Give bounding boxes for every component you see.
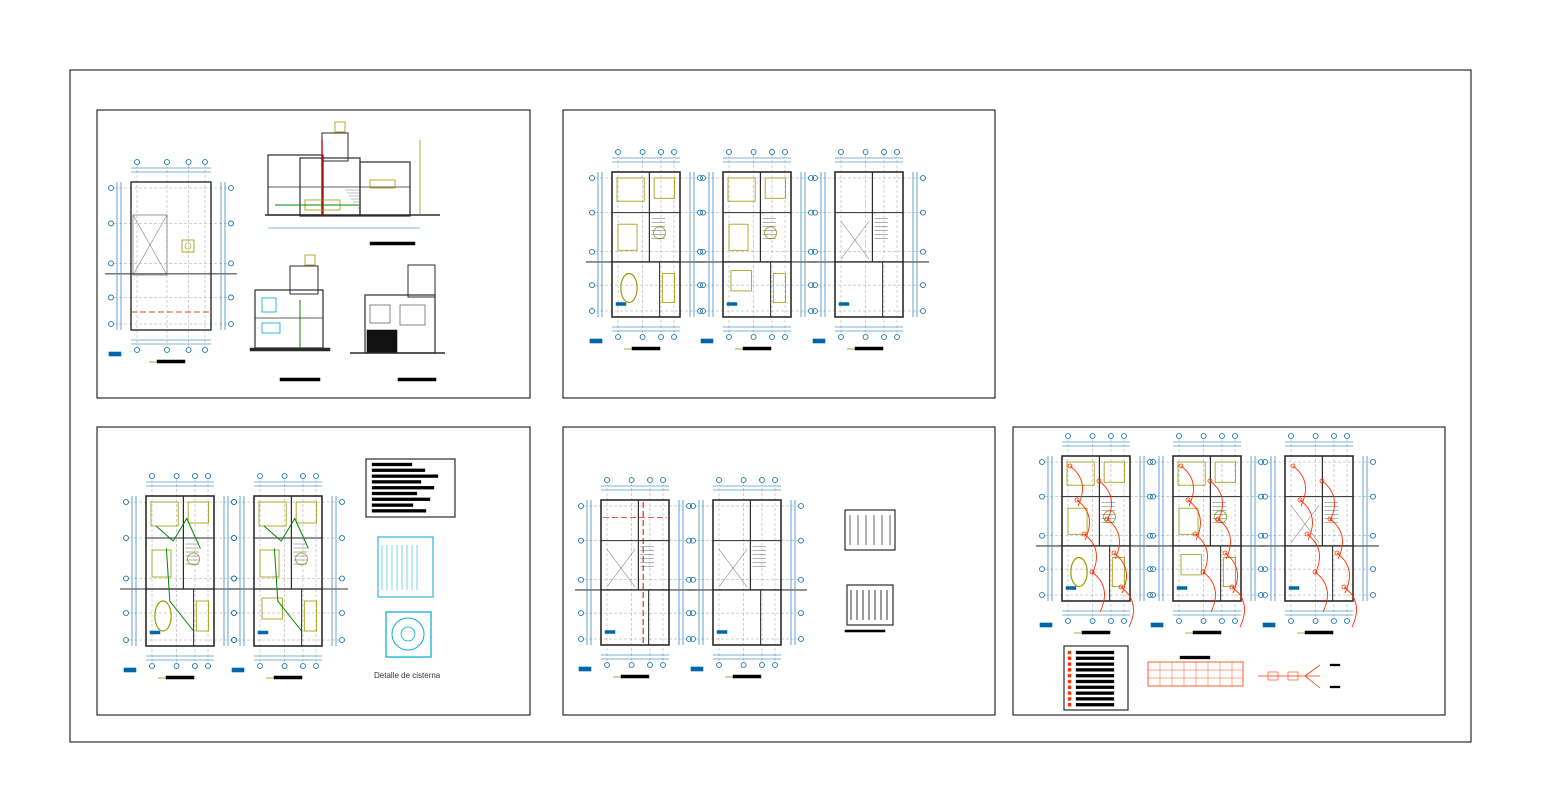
- floor-plan: [120, 473, 240, 680]
- stair: [185, 543, 200, 565]
- cross-section: [249, 254, 331, 382]
- stair: [752, 546, 767, 567]
- cistern-detail-caption: Detalle de cisterna: [374, 671, 441, 680]
- sheet-floor-plans: [562, 109, 996, 399]
- stair: [640, 546, 655, 567]
- stair: [1101, 502, 1116, 523]
- plumbing-legend: [365, 458, 456, 518]
- floor-plan: [1147, 433, 1267, 635]
- sheet-plumbing: [96, 426, 531, 716]
- floor-plan: [575, 477, 695, 679]
- sheet-electrical: [1012, 426, 1446, 716]
- footing-details: [844, 509, 896, 633]
- stair: [293, 543, 308, 565]
- dimension-lines: [120, 473, 240, 680]
- dimension-lines: [1036, 433, 1156, 635]
- floor-plan: [687, 477, 807, 679]
- dimension-lines: [1259, 433, 1379, 635]
- floor-plan: [809, 149, 929, 351]
- electrical-legend: [1063, 645, 1129, 711]
- stair: [1324, 502, 1339, 523]
- sheet-structure: [562, 426, 996, 716]
- site-plan: [105, 159, 237, 364]
- dimension-lines: [105, 159, 237, 364]
- dimension-lines: [687, 477, 807, 679]
- cistern-detail: [377, 536, 434, 658]
- floor-plan: [228, 473, 348, 680]
- floor-plan: [586, 149, 706, 351]
- dimension-lines: [575, 477, 695, 679]
- stair: [651, 218, 666, 239]
- sheet-architectural: [96, 109, 531, 399]
- outer-frame: [69, 69, 1472, 743]
- dimension-lines: [228, 473, 348, 680]
- floor-plan: [697, 149, 817, 351]
- floor-plan: [1259, 433, 1379, 635]
- dimension-lines: [697, 149, 817, 351]
- stair: [1212, 502, 1227, 523]
- stair: [874, 218, 889, 239]
- floor-plan: [1036, 433, 1156, 635]
- dimension-lines: [809, 149, 929, 351]
- front-elevation: [350, 264, 445, 382]
- stair: [762, 218, 777, 239]
- single-line-diagram: [1258, 663, 1341, 689]
- dimension-lines: [1147, 433, 1267, 635]
- load-table: [1147, 655, 1244, 687]
- longitudinal-section: [265, 121, 440, 246]
- dimension-lines: [586, 149, 706, 351]
